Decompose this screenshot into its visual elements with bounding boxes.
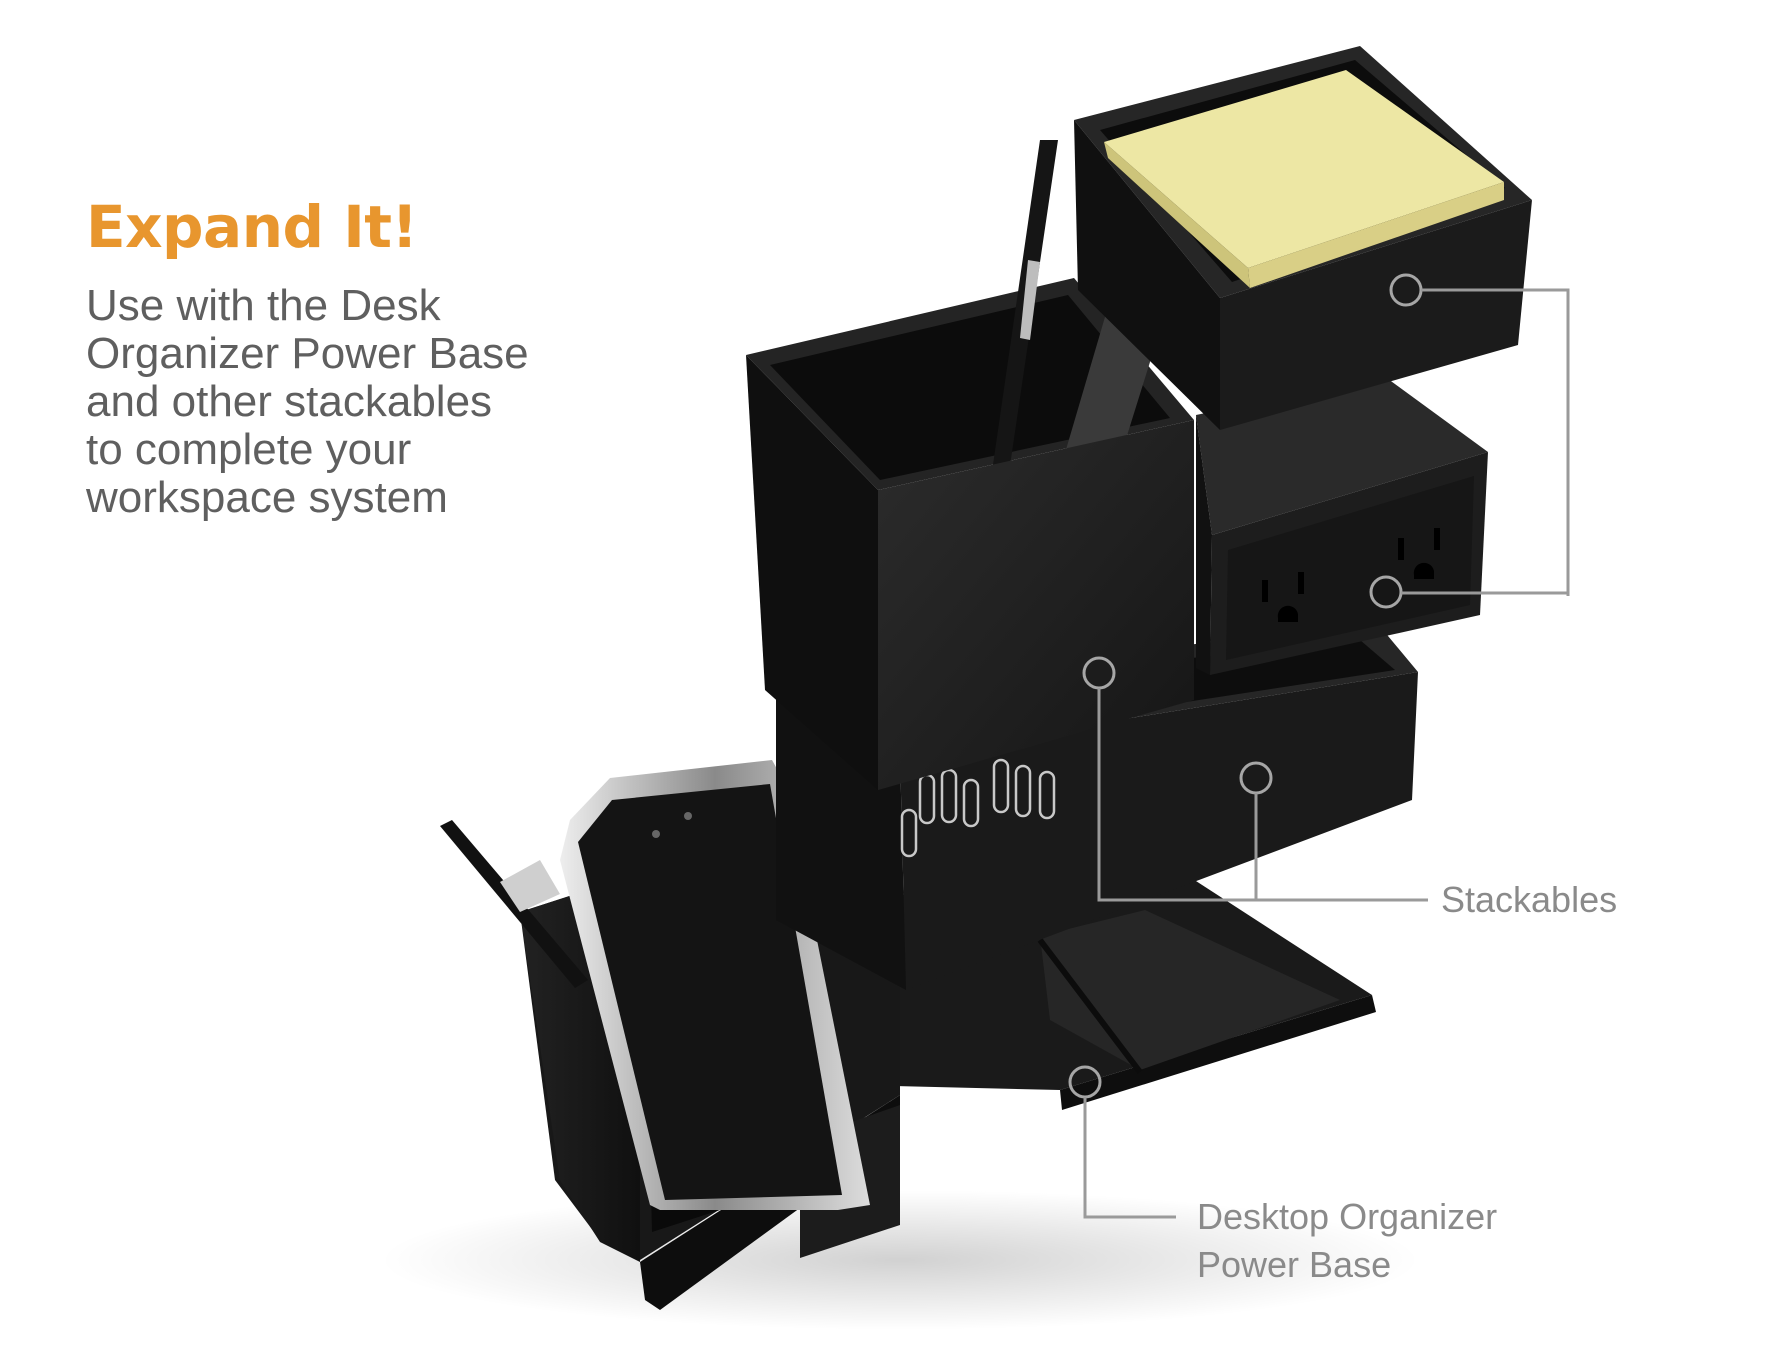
headline: Expand It! (86, 193, 418, 261)
sticky-notes (1104, 70, 1504, 268)
subcopy-line: Organizer Power Base (86, 329, 529, 378)
stackable-sticky-note-holder (1074, 46, 1532, 430)
leader-lines (1083, 288, 1570, 1219)
callout-stackables: Stackables (1441, 876, 1617, 924)
callout-power-base-line: Desktop Organizer (1197, 1196, 1498, 1237)
stackable-pen-cup (746, 140, 1194, 790)
outlet-icon (1262, 528, 1440, 622)
callout-power-base: Desktop Organizer Power Base (1197, 1193, 1497, 1289)
subcopy: Use with the Desk Organizer Power Base a… (86, 282, 646, 522)
callout-power-base-line: Power Base (1197, 1244, 1392, 1285)
subcopy-line: to complete your (86, 425, 412, 474)
subcopy-line: workspace system (86, 473, 448, 522)
subcopy-line: and other stackables (86, 377, 493, 426)
subcopy-line: Use with the Desk (86, 281, 441, 330)
callout-stackables-label: Stackables (1441, 879, 1618, 920)
pen-in-base (440, 820, 588, 988)
